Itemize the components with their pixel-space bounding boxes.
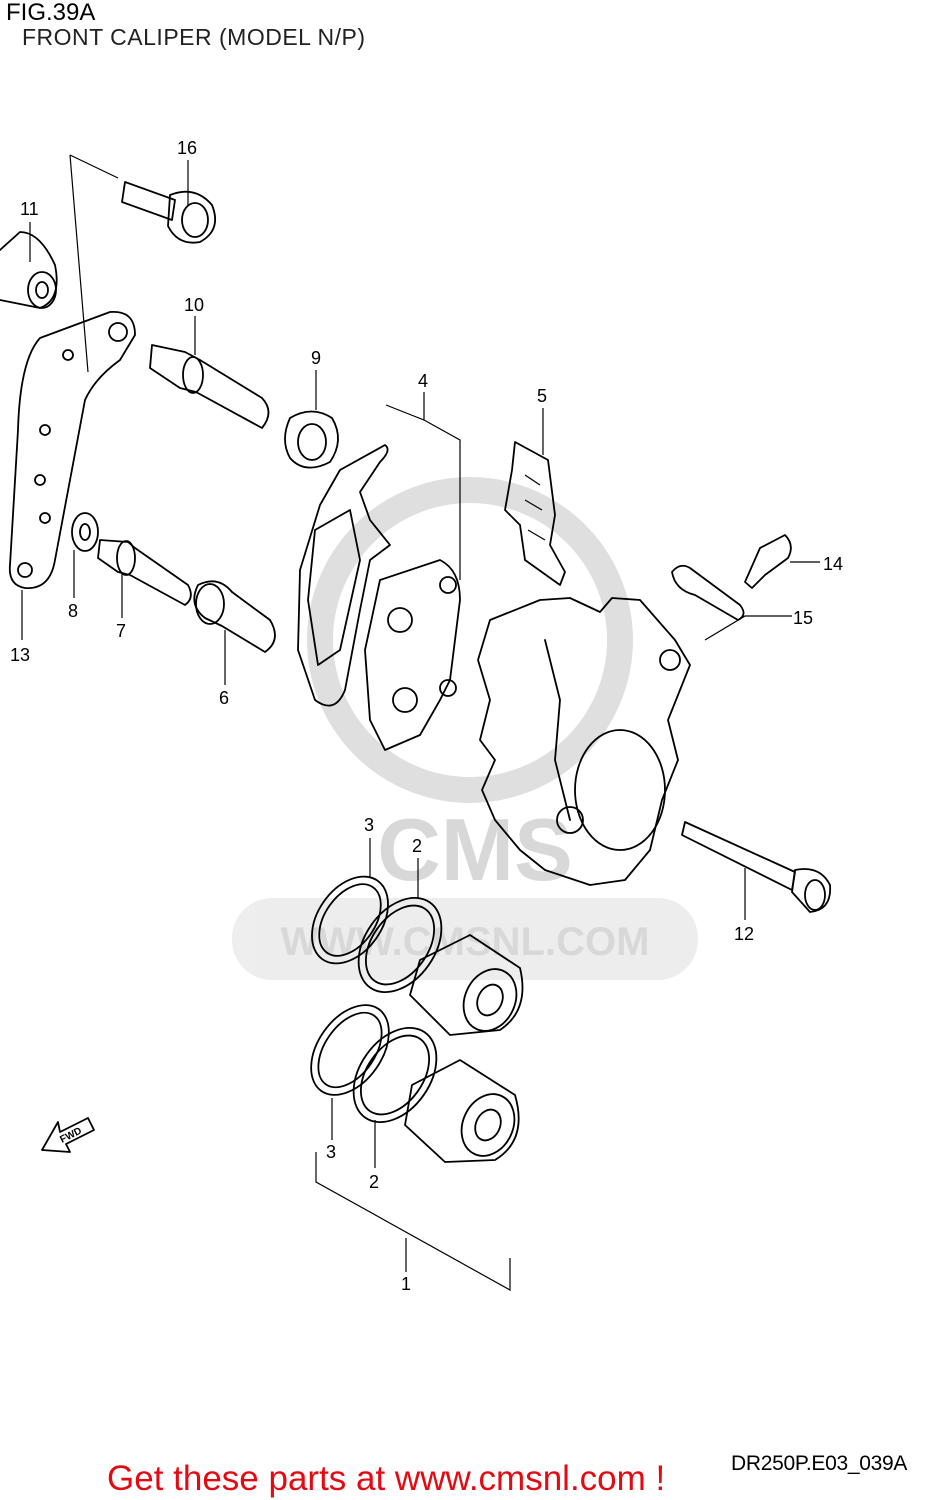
part-11-sleeve xyxy=(0,231,58,309)
figure-id: FIG.39A xyxy=(6,0,96,26)
part-4-brake-pads xyxy=(297,444,461,751)
fwd-label: FWD xyxy=(58,1126,83,1146)
watermark-url: WWW.CMSNL.COM xyxy=(281,920,650,964)
leader-lines xyxy=(21,154,820,1292)
watermark-logo: CMS xyxy=(377,800,573,899)
callout-2-lower: 2 xyxy=(369,1172,379,1192)
part-7-pin xyxy=(97,539,192,606)
callout-9: 9 xyxy=(311,348,321,368)
callout-2-upper: 2 xyxy=(412,836,422,856)
callout-10: 10 xyxy=(184,295,204,315)
part-8-washer xyxy=(71,512,99,552)
drawing-code: DR250P.E03_039A xyxy=(731,1452,908,1475)
callout-8: 8 xyxy=(68,601,78,621)
cms-watermark: CMS WWW.CMSNL.COM xyxy=(232,477,698,980)
callout-11: 11 xyxy=(20,199,39,219)
callout-13: 13 xyxy=(10,645,30,665)
callout-1: 1 xyxy=(401,1274,411,1294)
part-10-pin xyxy=(149,344,270,429)
part-12-pin-bolt xyxy=(681,821,832,913)
callout-14: 14 xyxy=(823,554,843,574)
part-5-pad-spring xyxy=(504,441,566,586)
part-6-bushing xyxy=(193,580,276,653)
part-14-bleeder xyxy=(744,534,792,589)
callout-15: 15 xyxy=(793,608,813,628)
part-9-boot xyxy=(284,410,339,469)
pistons-and-seals xyxy=(310,875,524,1163)
figure-subtitle: FRONT CALIPER (MODEL N/P) xyxy=(22,24,366,50)
callout-5: 5 xyxy=(537,386,547,406)
callout-7: 7 xyxy=(116,621,126,641)
promo-link[interactable]: Get these parts at www.cmsnl.com ! xyxy=(107,1459,666,1498)
callout-3-upper: 3 xyxy=(364,815,374,835)
part-callouts: 16 11 10 9 4 5 14 15 8 7 13 6 3 2 12 3 2… xyxy=(10,138,843,1294)
callout-12: 12 xyxy=(734,924,754,944)
callout-16: 16 xyxy=(177,138,197,158)
part-13-caliper-bracket xyxy=(8,311,136,589)
callout-3-lower: 3 xyxy=(326,1142,336,1162)
callout-6: 6 xyxy=(219,688,229,708)
fwd-direction-arrow: FWD xyxy=(41,1117,95,1153)
part-16-bolt xyxy=(121,181,216,244)
part-15-cap xyxy=(671,564,745,621)
callout-4: 4 xyxy=(418,371,428,391)
caliper-body xyxy=(477,597,691,886)
